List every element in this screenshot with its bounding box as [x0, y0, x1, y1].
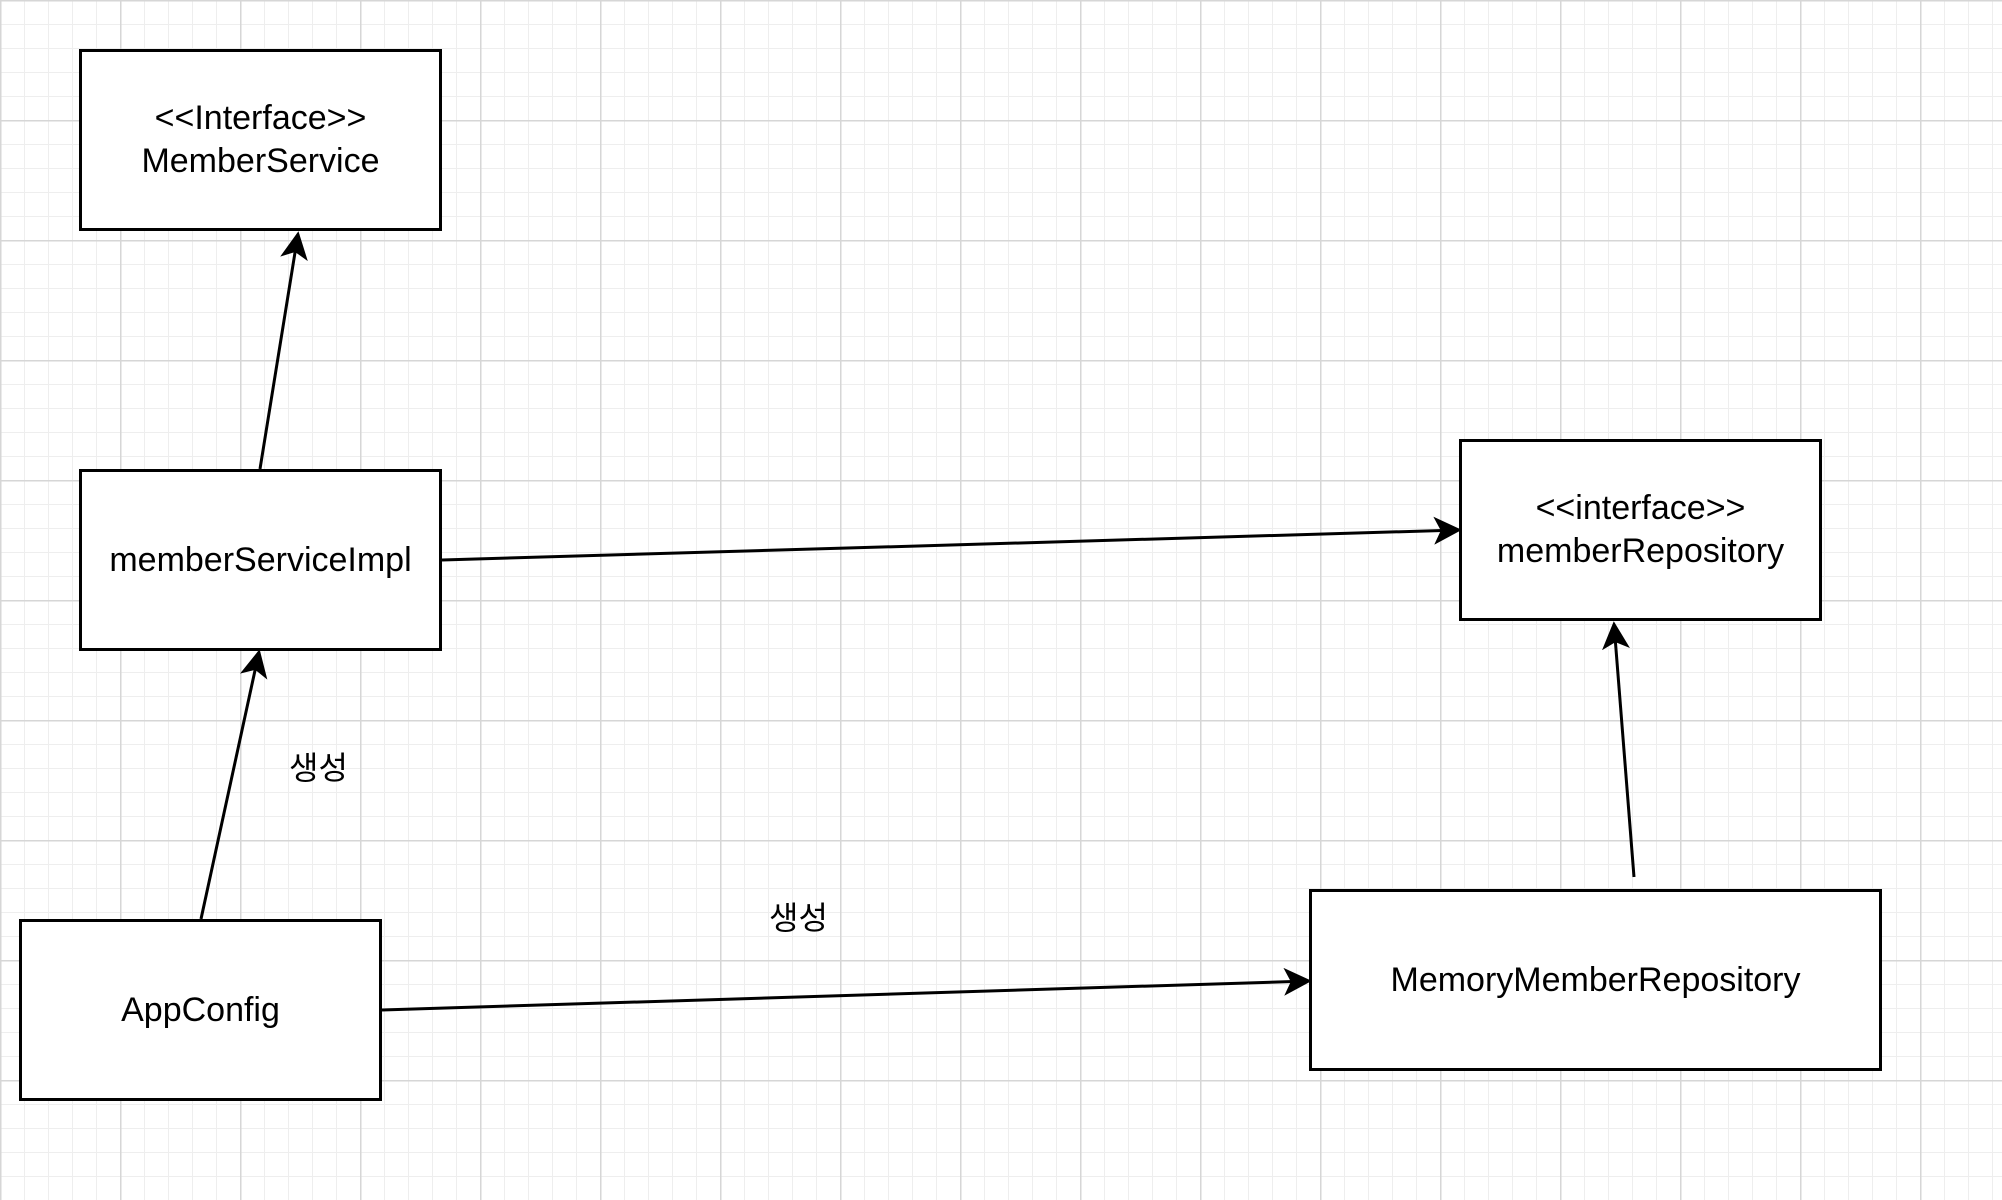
memory-member-repository-name: MemoryMemberRepository	[1390, 960, 1801, 999]
memory-member-repository-box[interactable]: MemoryMemberRepository	[1309, 889, 1882, 1071]
member-repository-stereotype: <<interface>>	[1535, 489, 1746, 527]
app-config-name: AppConfig	[121, 990, 280, 1029]
edge-memoryrepository-to-memberrepository	[1602, 621, 1636, 878]
member-service-impl-box[interactable]: memberServiceImpl	[79, 469, 442, 651]
member-service-stereotype: <<Interface>>	[154, 99, 367, 137]
member-repository-interface-box[interactable]: <<interface>> memberRepository	[1459, 439, 1822, 621]
edge-impl-to-memberservice	[258, 231, 308, 470]
edge-label-create-impl: 생성	[289, 749, 348, 787]
member-service-interface-box[interactable]: <<Interface>> MemberService	[79, 49, 442, 231]
edge-appconfig-to-impl	[199, 649, 268, 920]
app-config-box[interactable]: AppConfig	[19, 919, 382, 1101]
edge-appconfig-to-memoryrepository	[381, 967, 1312, 1012]
edge-label-create-repository: 생성	[769, 899, 828, 937]
member-service-impl-name: memberServiceImpl	[109, 540, 412, 579]
member-repository-name: memberRepository	[1496, 532, 1785, 570]
member-service-name: MemberService	[141, 142, 380, 180]
edge-impl-to-memberrepository	[441, 516, 1462, 562]
